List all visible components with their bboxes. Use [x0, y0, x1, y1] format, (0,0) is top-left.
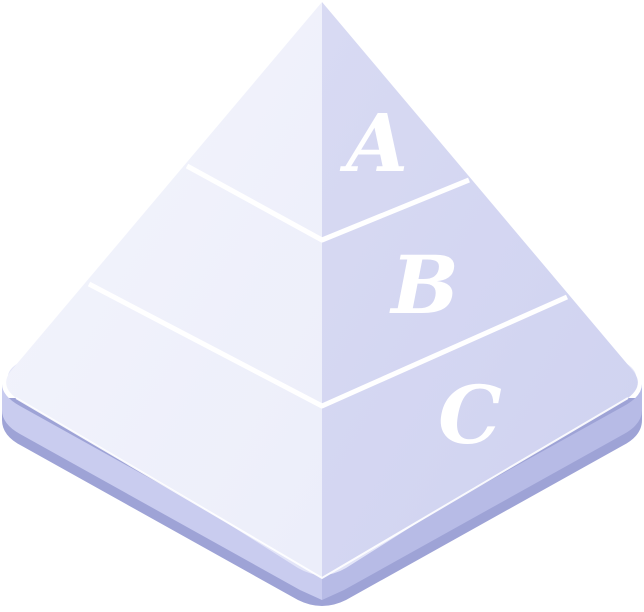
base-side-left [2, 384, 322, 600]
divider-a-b [185, 163, 470, 243]
level-dividers [87, 163, 569, 409]
level-label-c: C [438, 368, 502, 462]
level-label-b: B [389, 238, 459, 332]
pyramid-bottom-edge [15, 397, 629, 580]
pyramid-body [6, 2, 638, 580]
base-side-right [322, 384, 642, 600]
pyramid-left-face [6, 2, 323, 578]
level-labels: A B C [339, 96, 502, 462]
divider-b-c [87, 281, 569, 409]
pyramid-right-face [322, 2, 638, 578]
level-label-a: A [339, 96, 408, 190]
